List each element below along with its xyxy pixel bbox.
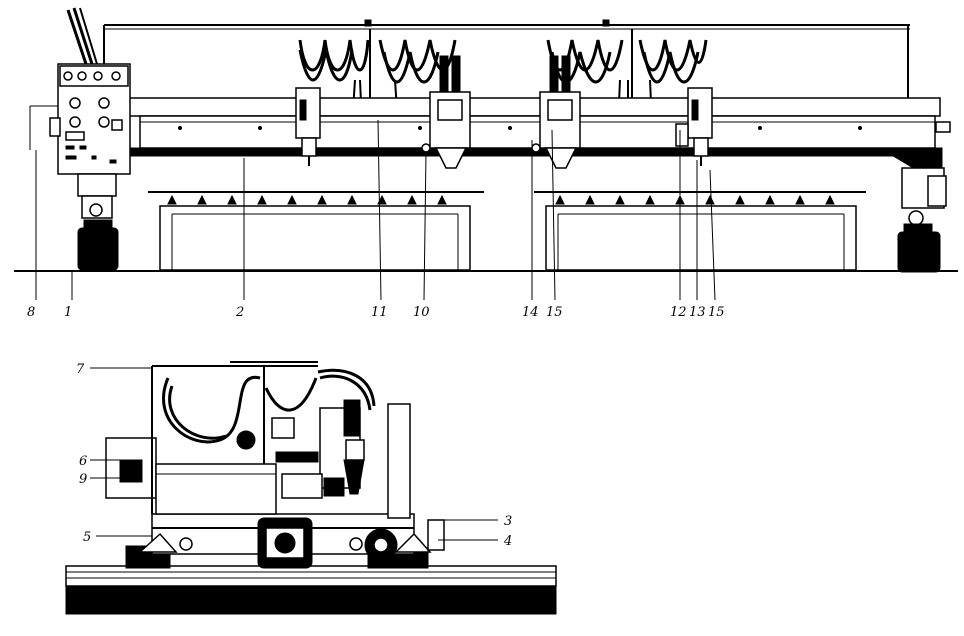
front-elevation-view: 8 1 2 11 10 14 15 12 13 15 — [14, 7, 958, 320]
leader-lines-top — [35, 119, 716, 301]
callout-15-right: 15 — [708, 305, 725, 320]
side-torch-assembly — [271, 399, 365, 499]
callout-15-left: 15 — [546, 305, 563, 320]
motor-housing — [105, 437, 277, 515]
callout-13: 13 — [689, 305, 706, 320]
callout-3: 3 — [504, 514, 512, 529]
callout-4: 4 — [503, 534, 512, 549]
callouts-side: 7 6 9 5 3 4 — [76, 362, 512, 549]
gantry-beam — [119, 97, 951, 176]
callout-11: 11 — [371, 305, 388, 320]
supply-cable — [66, 7, 98, 65]
callout-5: 5 — [83, 530, 91, 545]
cutting-table-right — [534, 191, 866, 271]
ground-rail — [65, 545, 557, 615]
torch-holder-4 — [675, 87, 713, 166]
upper-frame — [151, 361, 411, 519]
callout-12: 12 — [670, 305, 687, 320]
control-console — [29, 63, 131, 175]
left-drive-carriage — [77, 173, 119, 271]
torch-holder-1 — [295, 87, 321, 166]
drive-wheel-assembly — [257, 517, 398, 569]
torch-holder-2-main — [421, 55, 471, 169]
torch-holder-3 — [531, 55, 581, 169]
right-drive-carriage — [897, 167, 947, 273]
callout-10: 10 — [413, 305, 430, 320]
callout-8: 8 — [27, 305, 35, 320]
side-elevation-view: 7 6 9 5 3 4 — [65, 361, 557, 615]
callout-9: 9 — [79, 472, 87, 487]
callout-14: 14 — [522, 305, 539, 320]
callout-2: 2 — [235, 305, 244, 320]
callout-7: 7 — [76, 362, 85, 377]
leader-lines-side — [90, 367, 498, 541]
callouts-top: 8 1 2 11 10 14 15 12 13 15 — [27, 305, 725, 320]
cutting-table-left — [148, 191, 484, 271]
callout-1: 1 — [64, 305, 72, 320]
callout-6: 6 — [79, 454, 87, 469]
side-hoses — [162, 368, 376, 450]
